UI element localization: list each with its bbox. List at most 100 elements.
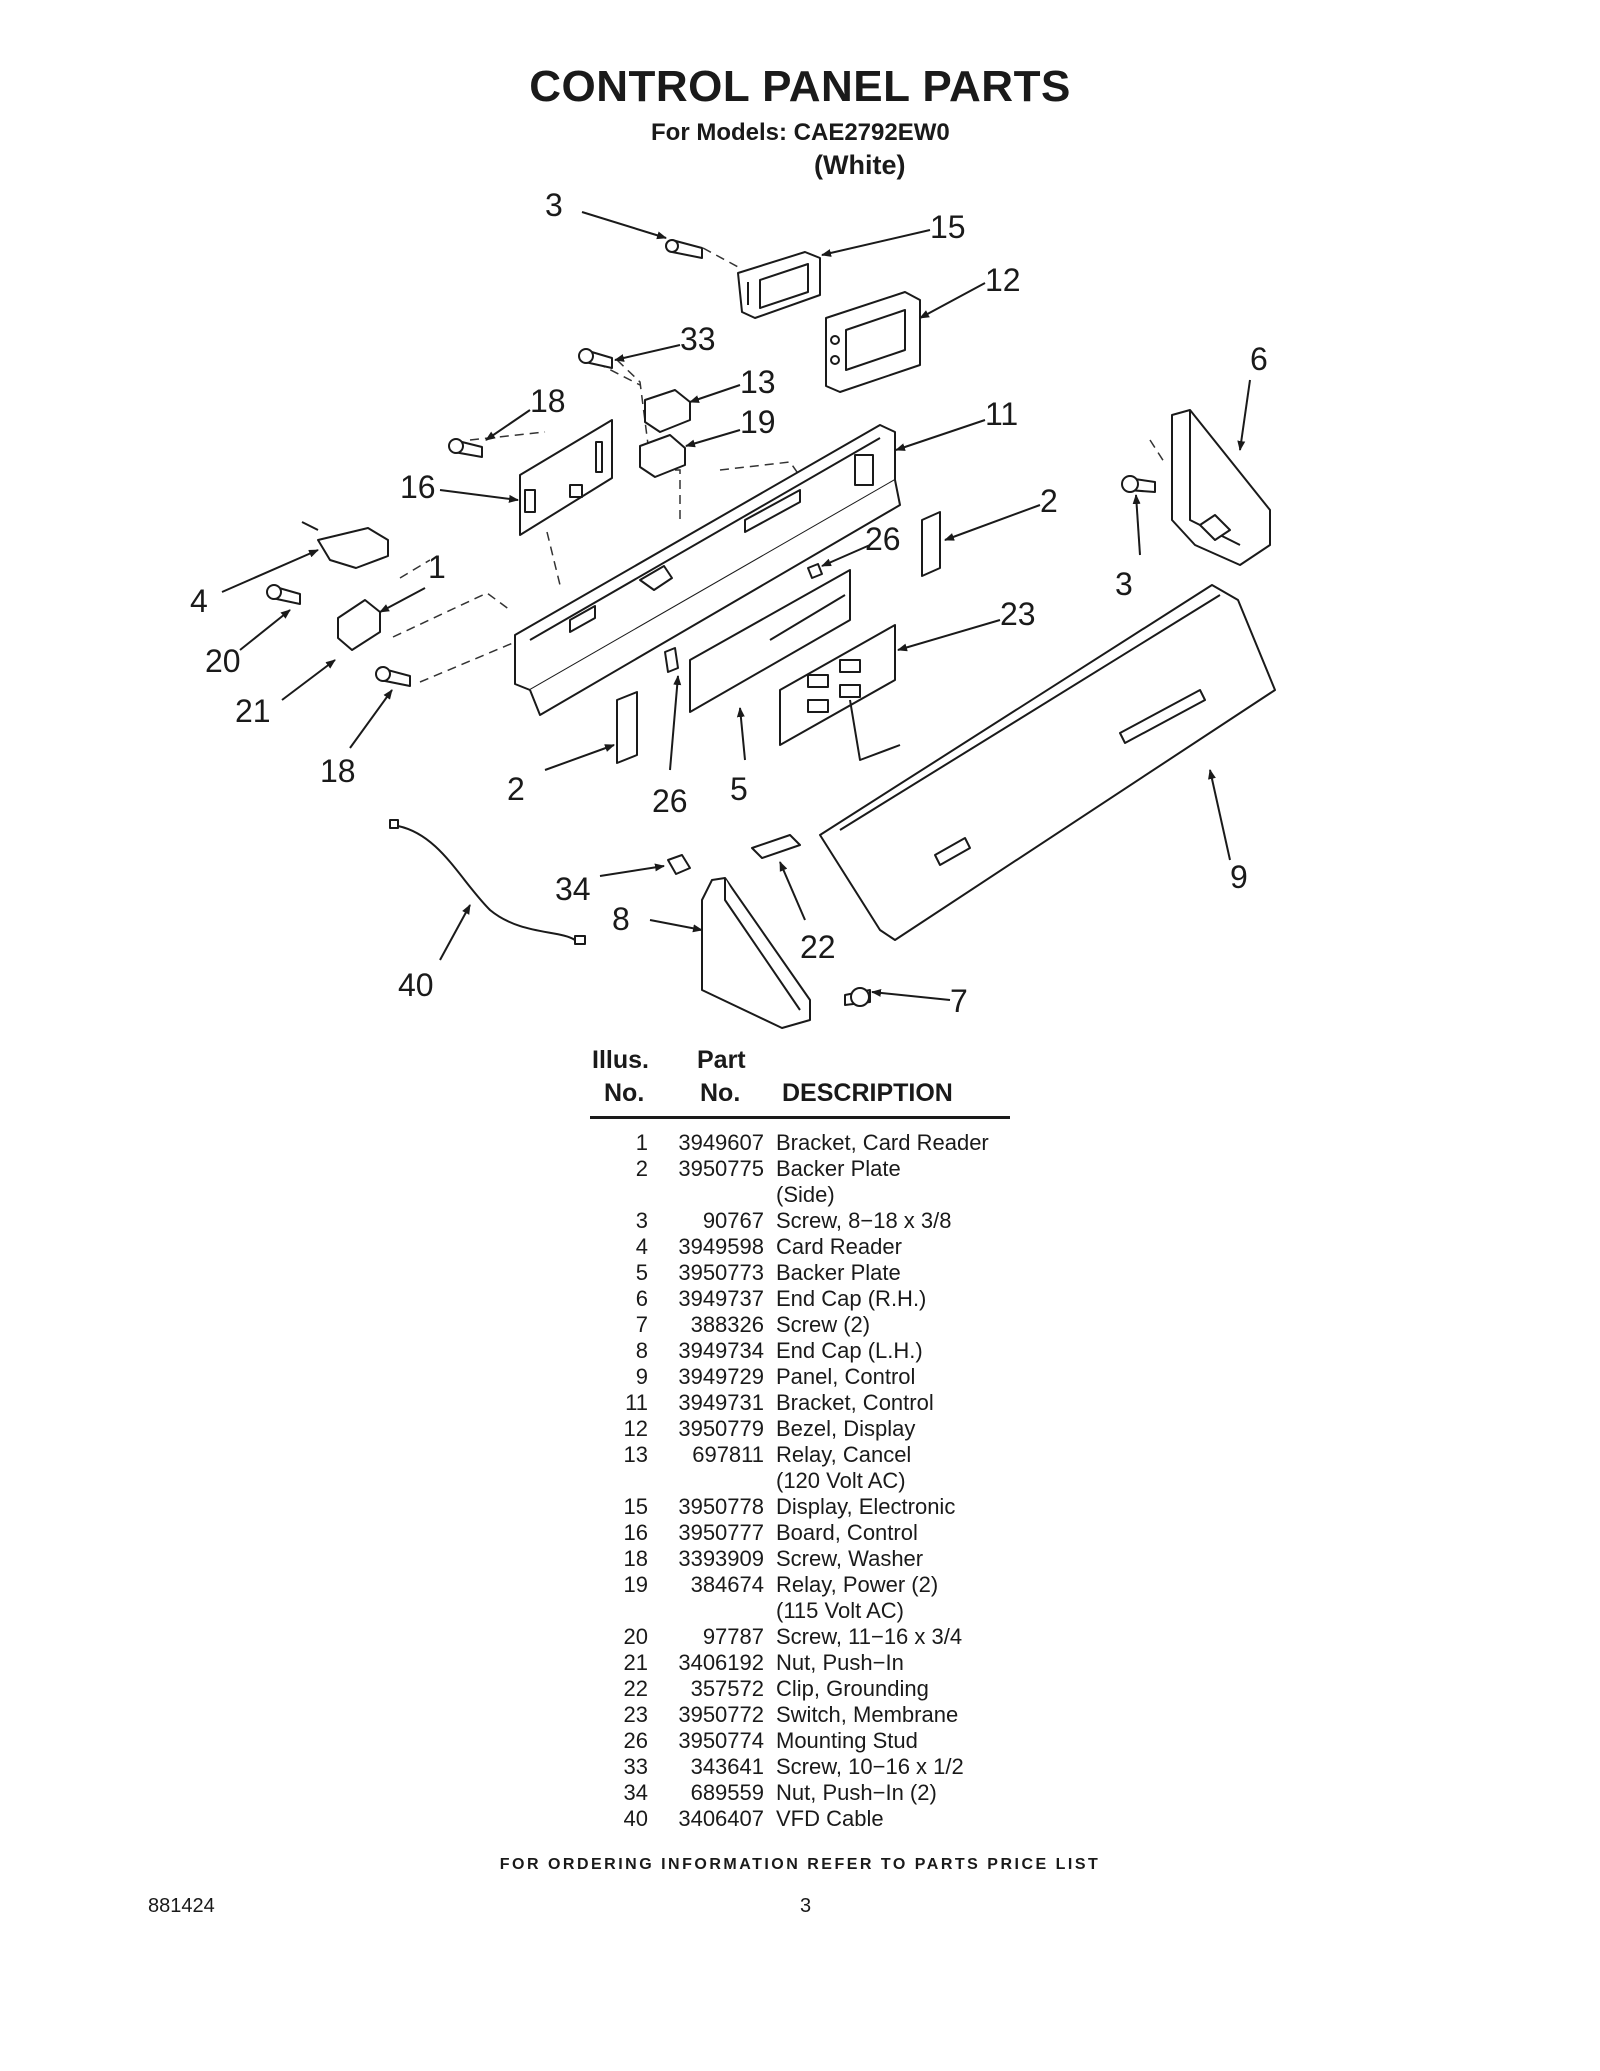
table-row: (120 Volt AC)	[590, 1468, 1050, 1494]
card-reader-part	[301, 521, 389, 569]
vfd-cable-part	[389, 819, 586, 945]
relay-power-part	[639, 434, 686, 478]
description-cell: Nut, Push−In	[776, 1650, 904, 1675]
illus-no-cell: 23	[623, 1702, 648, 1727]
callout-number: 16	[400, 469, 436, 505]
illus-no-cell: 26	[623, 1728, 648, 1753]
illus-no-cell: 3	[635, 1208, 648, 1233]
illus-no-cell: 16	[623, 1520, 648, 1545]
part-no-cell: 3949729	[678, 1364, 764, 1389]
description-cell: Switch, Membrane	[776, 1702, 959, 1727]
screw-3-top	[665, 239, 703, 259]
illus-no-cell	[590, 1182, 648, 1208]
part-no-cell	[648, 1182, 764, 1208]
bracket-card-reader-part	[337, 599, 381, 651]
part-no-cell: 3393909	[678, 1546, 764, 1571]
bezel-display-part	[825, 291, 921, 393]
model-subtitle: For Models: CAE2792EW0	[651, 119, 950, 146]
callout-number: 19	[740, 404, 776, 440]
page-number: 3	[800, 1895, 812, 1917]
part-no-cell: 3950774	[678, 1728, 764, 1753]
part-no-cell: 384674	[690, 1572, 764, 1597]
backer-plate-part	[689, 569, 851, 713]
part-no-cell: 97787	[702, 1624, 764, 1649]
description-cell: (115 Volt AC)	[776, 1598, 904, 1623]
description-cell: Backer Plate	[776, 1156, 901, 1181]
screw-20	[1121, 475, 1156, 493]
description-cell: (Side)	[776, 1182, 835, 1207]
backer-plate-side-left	[616, 691, 638, 764]
part-no-cell: 90767	[702, 1208, 764, 1233]
description-cell: Display, Electronic	[776, 1494, 956, 1519]
description-cell: Clip, Grounding	[776, 1676, 929, 1701]
callout-number: 26	[865, 521, 901, 557]
callout-number: 26	[652, 783, 688, 819]
illus-no-cell: 18	[623, 1546, 648, 1571]
callout-number: 18	[530, 383, 566, 419]
illus-no-cell: 13	[623, 1442, 648, 1467]
illus-no-cell: 6	[635, 1286, 648, 1311]
description-cell: Bracket, Card Reader	[776, 1130, 989, 1155]
part-no-cell: 3949734	[678, 1338, 764, 1363]
description-cell: VFD Cable	[776, 1806, 884, 1831]
description-cell: Bezel, Display	[776, 1416, 916, 1441]
display-electronic-part	[737, 251, 821, 319]
description-cell: End Cap (L.H.)	[776, 1338, 923, 1363]
illus-no-cell: 4	[635, 1234, 648, 1259]
part-no-cell: 343641	[690, 1754, 764, 1779]
mounting-stud-upper	[807, 563, 823, 579]
leader-arrows	[221, 211, 1251, 1001]
part-no-cell: 697811	[692, 1442, 764, 1467]
screw-3-left	[266, 584, 301, 605]
part-no-cell: 3950772	[678, 1702, 764, 1727]
header-rule	[590, 1116, 1010, 1119]
page-title: CONTROL PANEL PARTS	[529, 62, 1071, 111]
callout-number: 6	[1250, 341, 1268, 377]
callout-number: 15	[930, 209, 966, 245]
callout-number: 18	[320, 753, 356, 789]
illus-no-cell: 20	[623, 1624, 648, 1649]
callout-number: 11	[985, 396, 1018, 432]
header-illus-2: No.	[604, 1079, 645, 1107]
header-illus-1: Illus.	[592, 1046, 649, 1074]
table-row: (Side)	[590, 1182, 1050, 1208]
illus-no-cell	[590, 1598, 648, 1624]
callout-number: 34	[555, 871, 591, 907]
part-no-cell: 689559	[690, 1780, 764, 1805]
callout-number: 1	[428, 549, 446, 585]
model-color: (White)	[814, 150, 906, 180]
push-in-nut-part	[667, 854, 691, 875]
callout-number: 40	[398, 967, 434, 1003]
description-cell: Board, Control	[776, 1520, 918, 1545]
callout-number: 8	[612, 901, 630, 937]
ordering-note: FOR ORDERING INFORMATION REFER TO PARTS …	[499, 1856, 1101, 1873]
table-row: 16 3950777 Board, Control	[590, 1520, 1050, 1546]
part-no-cell: 388326	[690, 1312, 764, 1337]
part-no-cell: 3950777	[678, 1520, 764, 1545]
description-cell: Card Reader	[776, 1234, 902, 1259]
callout-number: 12	[985, 262, 1021, 298]
table-row: 23 3950772 Switch, Membrane	[590, 1702, 1050, 1728]
header-part-2: No.	[700, 1079, 741, 1107]
control-bracket-part	[514, 424, 901, 716]
relay-cancel-part	[644, 389, 691, 433]
exploded-parts-diagram: 3151233131819116162261432023211822659348…	[190, 187, 1276, 1029]
illus-no-cell: 11	[625, 1390, 648, 1415]
membrane-switch-part	[779, 624, 901, 761]
description-cell: Screw, 10−16 x 1/2	[776, 1754, 964, 1779]
illus-no-cell: 1	[635, 1130, 648, 1155]
callout-number: 20	[205, 643, 241, 679]
description-cell: End Cap (R.H.)	[776, 1286, 927, 1311]
control-board-part	[519, 419, 613, 536]
